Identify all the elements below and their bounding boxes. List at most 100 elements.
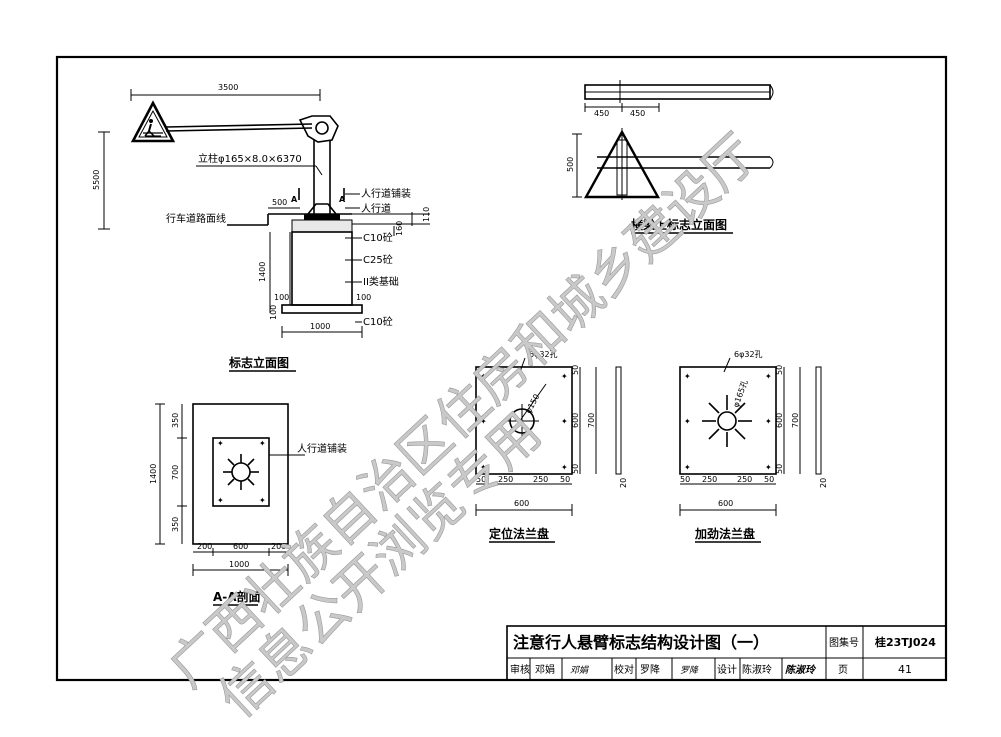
crossbeam-dim-450b: 450 <box>630 109 645 118</box>
page-number: 41 <box>898 663 912 676</box>
locating-dim-250b: 250 <box>533 475 548 484</box>
dim-100-left: 100 <box>269 305 278 320</box>
check-label: 校对 <box>614 663 634 676</box>
locating-holes-label: 6φ32孔 <box>529 350 558 359</box>
section-dim-1000: 1000 <box>229 560 249 569</box>
locating-flange-view: ✦ ✦ ✦ ✦ ✦ ✦ 6φ32孔 φ150 50 600 700 50 20 … <box>475 350 628 543</box>
dim-1400: 1400 <box>258 262 267 282</box>
elevation-title: 标志立面图 <box>228 355 289 370</box>
section-dim-350b: 350 <box>171 517 180 532</box>
stiffened-holes-label: 6φ32孔 <box>734 350 763 359</box>
title-block: 注意行人悬臂标志结构设计图（一） 图集号 桂23TJ024 审核 邓娟 邓娟 校… <box>506 625 947 681</box>
atlas-number: 桂23TJ024 <box>874 635 936 649</box>
section-dim-350a: 350 <box>171 413 180 428</box>
sheet-frame <box>55 55 948 682</box>
svg-text:✦: ✦ <box>217 439 224 448</box>
dim-arm: 3500 <box>218 83 238 92</box>
stiffened-v-50b: 50 <box>775 464 784 474</box>
section-dim-700: 700 <box>171 465 180 480</box>
stiffened-dia-label: φ165孔 <box>731 379 749 409</box>
crossbeam-title: 横梁上标志立面图 <box>631 217 727 232</box>
section-dim-1400: 1400 <box>149 464 158 484</box>
c10-bottom-label: C10砼 <box>363 315 393 328</box>
stiffened-dim-50b: 50 <box>764 475 774 484</box>
section-a-right: A <box>339 195 346 204</box>
atlas-label: 图集号 <box>829 636 859 649</box>
locating-flange-title: 定位法兰盘 <box>489 526 549 541</box>
section-sidewalk-pave-label: 人行道铺装 <box>297 442 347 455</box>
review-label: 审核 <box>510 663 530 676</box>
svg-text:✦: ✦ <box>561 417 568 426</box>
page-label: 页 <box>838 664 848 676</box>
post-spec-label: 立柱φ165×8.0×6370 <box>198 152 302 165</box>
stiffened-dim-250a: 250 <box>702 475 717 484</box>
locating-v-20: 20 <box>619 478 628 488</box>
svg-text:✦: ✦ <box>561 372 568 381</box>
stiffened-v-20: 20 <box>819 478 828 488</box>
crossbeam-dim-500: 500 <box>566 157 575 172</box>
svg-text:✦: ✦ <box>480 372 487 381</box>
stiffened-v-600: 600 <box>775 413 784 428</box>
watermark-line-1: 广西壮族自治区住房和城乡建设厅 <box>158 124 769 700</box>
dim-160: 160 <box>395 221 404 236</box>
locating-v-600: 600 <box>571 413 580 428</box>
design-signature: 陈淑玲 <box>785 664 817 676</box>
stiffened-dim-50a: 50 <box>680 475 690 484</box>
stiffened-flange-view: ✦ ✦ ✦ ✦ ✦ ✦ 6φ32孔 φ165孔 50 600 700 50 20… <box>679 350 828 543</box>
c25-label: C25砼 <box>363 253 393 266</box>
crossbeam-dim-450a: 450 <box>594 109 609 118</box>
design-label: 设计 <box>717 663 737 676</box>
section-dim-600: 600 <box>233 542 248 551</box>
section-aa-title: A-A剖面 <box>213 589 261 604</box>
locating-dim-250a: 250 <box>498 475 513 484</box>
locating-dim-600: 600 <box>514 499 529 508</box>
section-aa-view: ✦ ✦ ✦ ✦ 人行道铺装 1400 350 700 350 200 600 2… <box>149 403 347 606</box>
stiffened-dim-250b: 250 <box>737 475 752 484</box>
c10-top-label: C10砼 <box>363 231 393 244</box>
section-dim-200b: 200 <box>271 542 286 551</box>
locating-v-50b: 50 <box>571 464 580 474</box>
design-name: 陈淑玲 <box>742 663 772 676</box>
svg-text:✦: ✦ <box>480 417 487 426</box>
svg-text:✦: ✦ <box>259 439 266 448</box>
pedestrian-warning-sign-icon <box>130 100 176 143</box>
svg-text:✦: ✦ <box>765 372 772 381</box>
section-a-left: A <box>291 195 298 204</box>
locating-v-700: 700 <box>587 413 596 428</box>
dim-height: 5500 <box>92 170 101 190</box>
elevation-view: 3500 5500 立柱φ165×8.0×6370 <box>92 83 431 372</box>
dim-100-a: 100 <box>274 293 289 302</box>
check-name: 罗降 <box>640 663 660 676</box>
review-signature: 邓娟 <box>570 665 589 676</box>
dim-1000: 1000 <box>310 322 330 331</box>
section-dim-200a: 200 <box>197 542 212 551</box>
svg-text:✦: ✦ <box>765 417 772 426</box>
svg-text:✦: ✦ <box>259 496 266 505</box>
locating-v-50a: 50 <box>571 365 580 375</box>
sidewalk-pave-label: 人行道铺装 <box>361 187 411 200</box>
dim-100-b: 100 <box>356 293 371 302</box>
svg-text:✦: ✦ <box>480 463 487 472</box>
locating-dim-50a: 50 <box>476 475 486 484</box>
crossbeam-sign-view: 450 450 500 横梁上标志立面图 <box>566 80 774 234</box>
sidewalk-label: 人行道 <box>361 202 391 215</box>
lane-line-label: 行车道路面线 <box>166 212 226 225</box>
stiffened-v-50a: 50 <box>775 365 784 375</box>
svg-text:✦: ✦ <box>684 372 691 381</box>
locating-dia-label: φ150 <box>524 393 542 415</box>
svg-text:✦: ✦ <box>684 463 691 472</box>
drawing-title: 注意行人悬臂标志结构设计图（一） <box>513 633 769 652</box>
svg-text:✦: ✦ <box>217 496 224 505</box>
svg-text:✦: ✦ <box>561 463 568 472</box>
review-name: 邓娟 <box>535 663 555 676</box>
stiffened-v-700: 700 <box>791 413 800 428</box>
check-signature: 罗降 <box>680 665 699 676</box>
locating-dim-50b: 50 <box>560 475 570 484</box>
svg-text:✦: ✦ <box>684 417 691 426</box>
stiffened-flange-title: 加劲法兰盘 <box>694 526 755 541</box>
dim-500: 500 <box>272 198 287 207</box>
stiffened-dim-600: 600 <box>718 499 733 508</box>
dim-110: 110 <box>422 207 431 222</box>
foundation-ii-label: II类基础 <box>363 275 399 288</box>
